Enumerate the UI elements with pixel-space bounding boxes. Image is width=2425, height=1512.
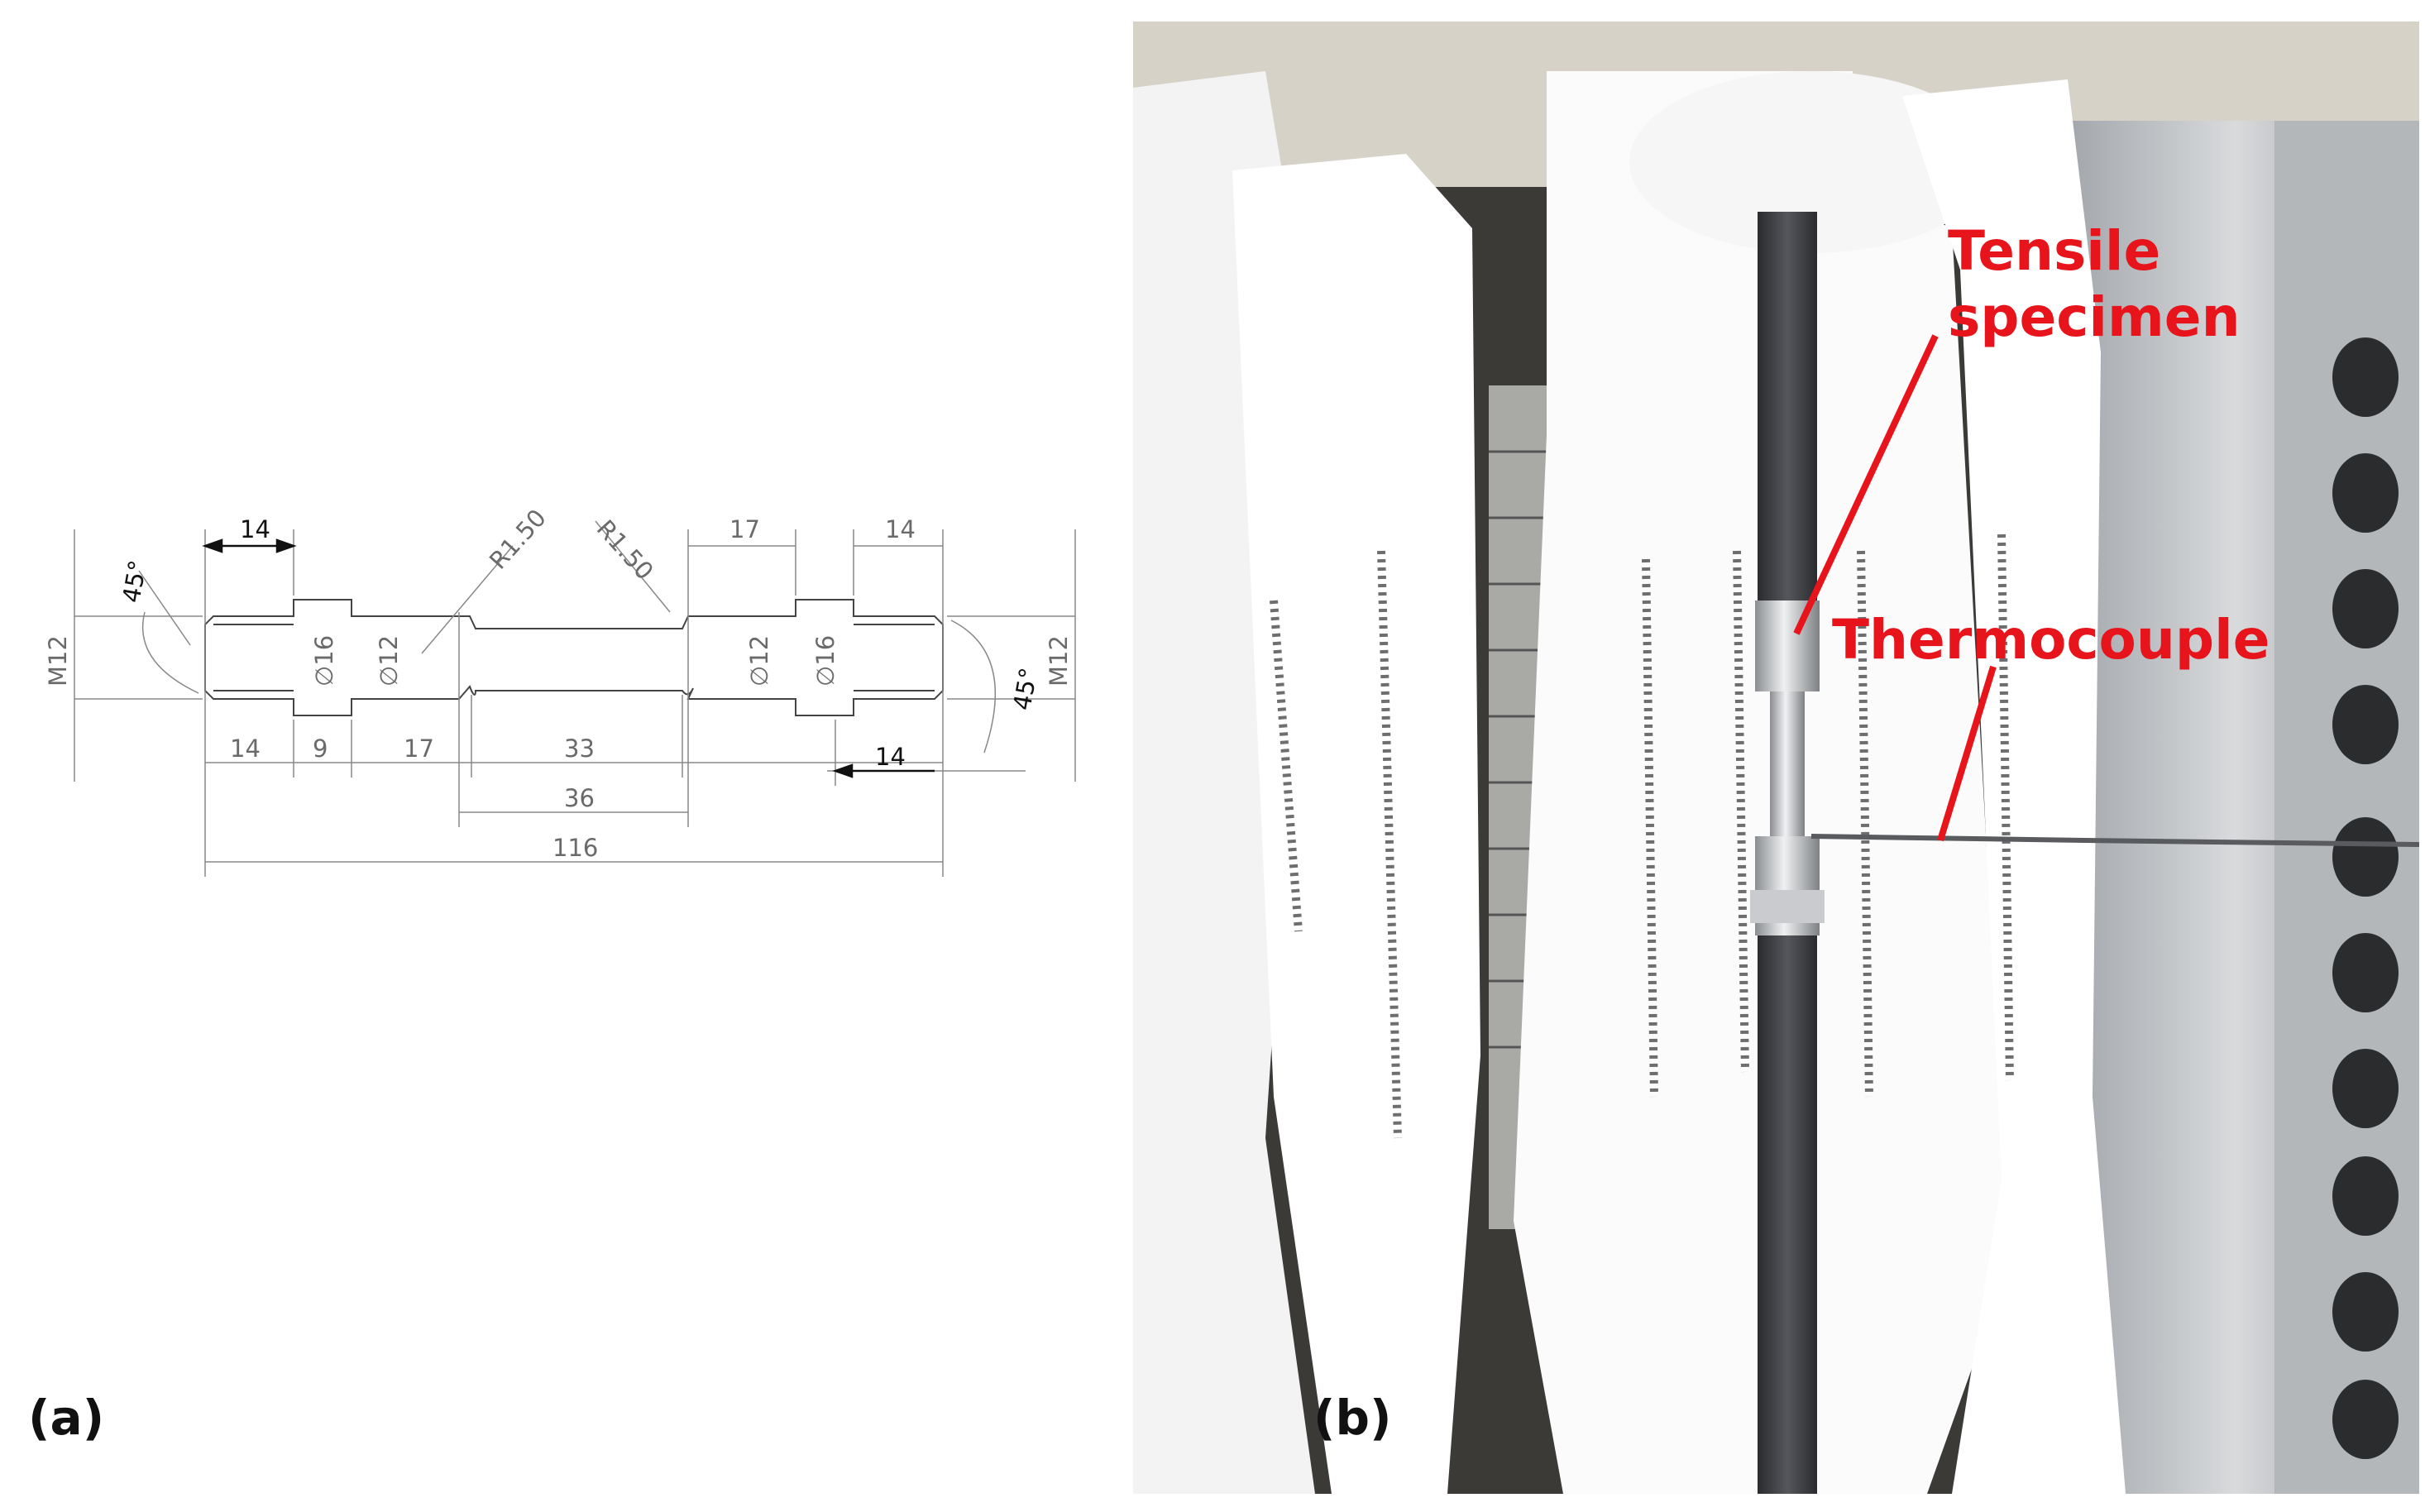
dim-chamfer-right: 45° [1007,666,1042,713]
dim-radius-left: R1.50 [484,504,552,575]
tensile-specimen [1750,600,1825,935]
callout-tensile-line2: specimen [1948,285,2241,349]
dim-total-36: 36 [564,784,595,812]
dim-bottom-17: 17 [404,734,434,763]
dim-diameter-12-right: ∅12 [745,635,773,687]
dim-bottom-14: 14 [230,734,261,763]
furnace-photo: Tensile specimen Thermocouple [1133,22,2419,1494]
dim-top-right-14: 14 [885,515,916,543]
dim-radius-right: R1.50 [591,514,659,586]
callout-tensile-line1: Tensile [1948,219,2160,283]
dim-thread-left: M12 [44,635,72,687]
dim-top-left-14: 14 [240,515,270,543]
tensile-callout-line [1793,334,1939,635]
dim-diameter-16-left: ∅16 [310,635,338,687]
dim-chamfer-left: 45° [117,558,151,605]
dim-total-116: 116 [552,834,598,862]
heating-coils [1270,534,2014,1139]
thermocouple-callout-line [1937,665,1997,842]
specimen-technical-drawing: 14 17 14 R1.50 R1.50 M12 M12 45° 45° ∅16… [44,504,1076,877]
panel-label-a: (a) [28,1390,105,1446]
callout-thermocouple: Thermocouple [1832,608,2270,672]
dim-bottom-9: 9 [313,734,328,763]
dim-bottom-right-14: 14 [875,743,906,771]
panel-label-b: (b) [1313,1390,1392,1446]
dim-diameter-16-right: ∅16 [811,635,839,687]
perforated-panel [2332,337,2399,1459]
dim-top-right-17: 17 [729,515,760,543]
dim-thread-right: M12 [1045,635,1073,687]
dim-bottom-33: 33 [564,734,595,763]
dim-diameter-12-left: ∅12 [375,635,403,687]
thermocouple-wire [1810,834,2419,847]
